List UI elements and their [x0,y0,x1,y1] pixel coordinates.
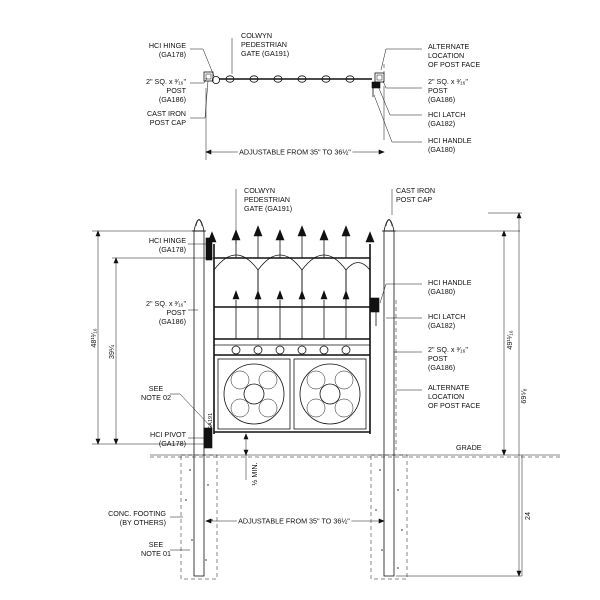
plan-postcap-label-2: POST CAP [150,118,186,127]
dim-left-outer: 48¹¹⁄₁₆ [89,328,98,347]
elev-note01-1: SEE [149,540,164,549]
plan-latch-label-2: (GA182) [428,119,455,128]
elev-postcap-2: POST CAP [396,195,432,204]
elev-alt-label-1: ALTERNATE [428,383,469,392]
elev-pivot-label-2: (GA178) [159,439,186,448]
plan-post-label-3: (GA186) [159,95,186,104]
elev-rpost-label-3: (GA186) [428,363,455,372]
elev-hinge [205,237,213,261]
elev-footing-label-2: (BY OTHERS) [120,518,166,527]
elev-hinge-label-1: HCI HINGE [149,236,186,245]
dim-right-inner: 49¹¹⁄₁₆ [505,330,514,349]
plan-gate-name-1: COLWYN [241,31,272,40]
plan-rpost-label-3: (GA186) [428,95,455,104]
elev-alt-label-3: OF POST FACE [428,401,480,410]
elev-latch-label-1: HCI LATCH [428,312,465,321]
elev-gate-name-2: PEDESTRIAN [244,195,290,204]
right-post [383,230,395,577]
elev-note02-2: NOTE 02 [141,393,171,402]
plan-alt-label-2: LOCATION [428,51,464,60]
elev-post-label-2: POST [166,308,186,317]
plan-hinge-label-2: (GA178) [159,50,186,59]
plan-gate-ornaments [225,75,355,83]
elev-handle-label-2: (GA180) [428,287,455,296]
gate-frame [207,225,375,434]
elev-pivot-label-1: HCI PIVOT [150,430,187,439]
elev-latch [369,297,380,313]
elev-note01-2: NOTE 01 [141,549,171,558]
elev-rpost-label-1: 2" SQ. x ³⁄₁₆" [428,345,468,354]
plan-hinge-knuckle [211,76,220,85]
elevation-view: GRADE [89,186,560,580]
elev-postcap-1: CAST IRON [396,186,435,195]
elev-note02-1: SEE [149,384,164,393]
dim-right-outer: 69⁵⁄₈ [519,388,528,403]
elev-handle-label-1: HCI HANDLE [428,278,472,287]
elev-post-label-3: (GA186) [159,317,186,326]
elev-gate-name-1: COLWYN [244,186,275,195]
elev-rpost-label-2: POST [428,354,448,363]
plan-alt-label-1: ALTERNATE [428,42,469,51]
plan-gate-name-2: PEDESTRIAN [241,40,287,49]
plan-right-post-inner [376,74,383,81]
plan-right-post [374,72,385,83]
elev-alt-label-2: LOCATION [428,392,464,401]
right-post-cap [383,219,395,232]
plan-handle-label-1: HCI HANDLE [428,136,472,145]
elev-post-label-1: 2" SQ. x ³⁄₁₆" [146,299,186,308]
grade-label: GRADE [456,443,482,452]
plan-post-label-2: POST [166,86,186,95]
elev-width-dimension: ADJUSTABLE FROM 35" TO 36½" [238,517,350,526]
plan-gate-name-3: GATE (GA191) [241,49,289,58]
plan-handle-label-2: (GA180) [428,145,455,154]
plan-postcap-label-1: CAST IRON [147,109,186,118]
elev-hinge-label-2: (GA178) [159,245,186,254]
plan-left-post-inner [205,73,212,80]
plan-hinge-label-1: HCI HINGE [149,41,186,50]
plan-post-label-1: 2" SQ. x ³⁄₁₆" [146,77,186,86]
right-footing [370,454,408,580]
elev-pivot [203,427,213,449]
plan-view: ADJUSTABLE FROM 35" TO 36½" HCI HINGE (G… [146,31,480,160]
left-post-cap [193,219,205,232]
dim-min-clear: ½ MIN. [250,462,259,485]
elev-footing-label-1: CONC. FOOTING [108,509,166,518]
dim-left-inner: 39¼ [107,344,116,359]
elev-latch-label-2: (GA182) [428,321,455,330]
plan-left-post [203,71,214,82]
left-post [193,230,205,577]
plan-latch-label-1: HCI LATCH [428,110,465,119]
plan-alt-label-3: OF POST FACE [428,60,480,69]
dim-footing-depth: 24 [523,512,532,520]
gate-tag: GA191 [208,413,214,430]
left-footing [180,454,218,580]
plan-rpost-label-2: POST [428,86,448,95]
plan-width-dimension: ADJUSTABLE FROM 35" TO 36½" [239,148,351,157]
plan-rpost-label-1: 2" SQ. x ³⁄₁₆" [428,77,468,86]
footing-stipple [185,469,403,569]
elev-gate-name-3: GATE (GA191) [244,204,292,213]
plan-latch [371,81,381,89]
